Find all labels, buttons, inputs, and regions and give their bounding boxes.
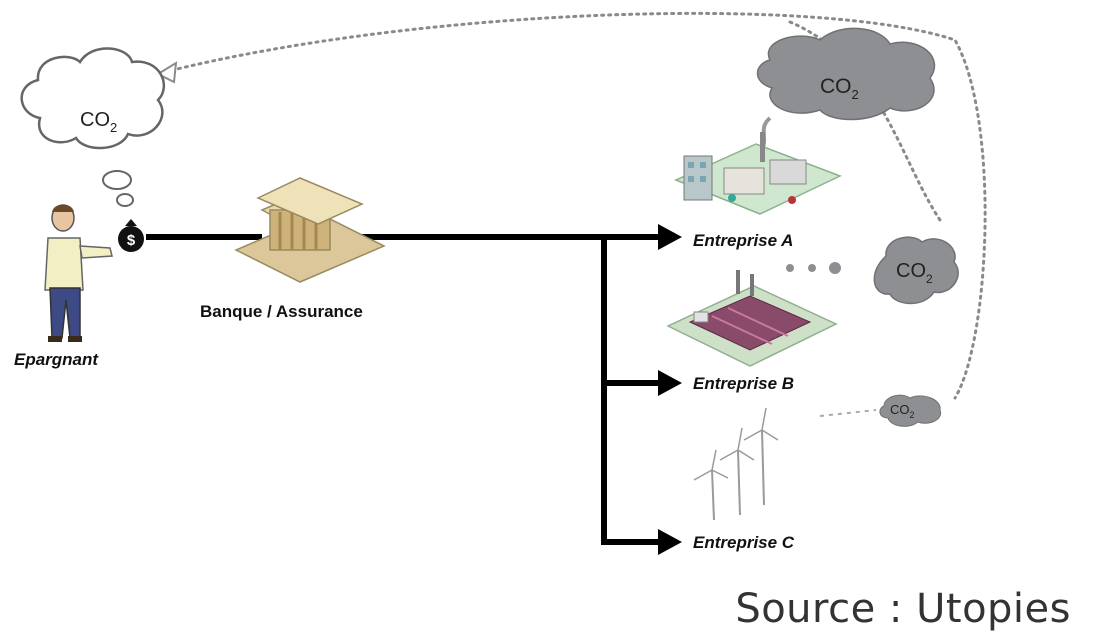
feedback-dotted-line bbox=[163, 11, 987, 400]
svg-text:$: $ bbox=[127, 232, 136, 249]
arrow-to-company-c bbox=[658, 529, 682, 555]
saver-label: Epargnant bbox=[14, 350, 99, 369]
thought-cloud: CO2 bbox=[20, 47, 165, 207]
large-co2-cloud: CO2 bbox=[756, 27, 936, 121]
company-a-label: Entreprise A bbox=[693, 231, 793, 250]
svg-text:CO2: CO2 bbox=[80, 109, 117, 135]
svg-text:CO2: CO2 bbox=[820, 75, 859, 102]
arrow-to-company-b bbox=[658, 370, 682, 396]
source-caption: Source : Utopies bbox=[735, 586, 1071, 632]
bank-building-icon bbox=[234, 177, 386, 283]
svg-text:CO2: CO2 bbox=[896, 260, 933, 286]
small-co2-cloud: CO2 bbox=[819, 394, 942, 427]
company-c-label: Entreprise C bbox=[693, 533, 795, 552]
company-b-label: Entreprise B bbox=[693, 374, 794, 393]
company-c-wind-turbines-icon bbox=[693, 407, 779, 521]
feedback-arrowhead bbox=[155, 61, 178, 84]
company-a-factory-icon bbox=[674, 132, 842, 215]
bank-label: Banque / Assurance bbox=[200, 302, 363, 321]
svg-text:CO2: CO2 bbox=[890, 402, 915, 420]
company-b-factory-icon bbox=[666, 270, 838, 367]
saver-person-icon bbox=[44, 204, 113, 342]
money-bag-icon: $ bbox=[118, 219, 144, 252]
arrow-to-company-a bbox=[658, 224, 682, 250]
medium-co2-cloud: CO2 bbox=[786, 236, 959, 305]
